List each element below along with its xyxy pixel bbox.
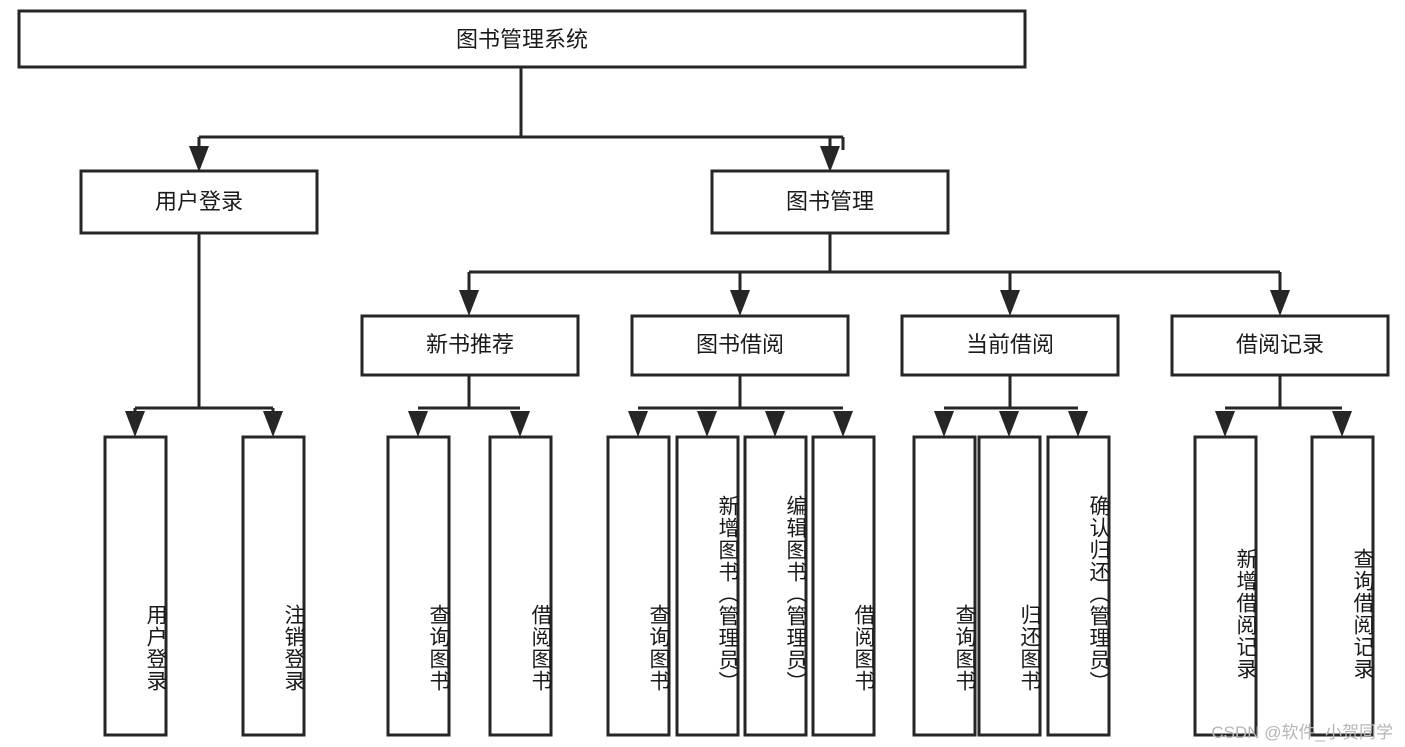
leaf-box-add-borrow-record[interactable] — [1193, 435, 1258, 737]
node-borrow-record-box[interactable] — [1170, 314, 1390, 377]
node-borrow-record-label: 借阅记录 — [1236, 332, 1324, 357]
arrow-head-icon — [125, 411, 145, 437]
arrow-head-icon — [510, 411, 530, 437]
arrow-head-icon — [628, 411, 648, 437]
connector-current-borrow-to-leaves — [934, 376, 1088, 437]
node-book-management-box[interactable] — [710, 169, 950, 235]
arrow-head-icon — [459, 290, 479, 316]
connector-borrow-record-to-leaves — [1215, 376, 1352, 437]
node-book-borrow-label: 图书借阅 — [696, 332, 784, 357]
leaf-box-return-book[interactable] — [977, 435, 1042, 737]
arrow-head-icon — [820, 146, 840, 172]
leaf-box-confirm-return-admin[interactable] — [1046, 435, 1111, 737]
node-current-borrow[interactable]: 当前借阅 — [900, 314, 1120, 377]
leaf-box-borrow-book-1[interactable] — [488, 435, 553, 737]
node-borrow-record[interactable]: 借阅记录 — [1170, 314, 1390, 377]
node-current-borrow-label: 当前借阅 — [966, 332, 1054, 357]
arrow-head-icon — [999, 411, 1019, 437]
leaf-box-user-login[interactable] — [103, 435, 168, 737]
node-book-management-label: 图书管理 — [786, 189, 874, 214]
leaf-box-logout[interactable] — [241, 435, 306, 737]
arrow-head-icon — [189, 146, 209, 172]
node-new-book-recommend[interactable]: 新书推荐 — [360, 314, 580, 377]
connector-root-to-level2 — [189, 67, 845, 172]
leaf-box-query-book-1[interactable] — [386, 435, 451, 737]
connector-book-borrow-to-leaves — [628, 376, 853, 437]
arrow-head-icon — [1332, 411, 1352, 437]
arrow-head-icon — [833, 411, 853, 437]
node-root-box[interactable] — [17, 9, 1027, 69]
node-user-login-label: 用户登录 — [155, 189, 243, 214]
node-user-login[interactable]: 用户登录 — [79, 169, 319, 235]
node-user-login-box[interactable] — [79, 169, 319, 235]
node-book-management[interactable]: 图书管理 — [710, 169, 950, 235]
connector-user-login-to-leaves — [125, 234, 283, 437]
leaf-box-query-book-2[interactable] — [606, 435, 671, 737]
leaf-box-borrow-book-2[interactable] — [811, 435, 876, 737]
node-root-label: 图书管理系统 — [456, 27, 588, 52]
leaf-box-query-borrow-record[interactable] — [1310, 435, 1375, 737]
arrow-head-icon — [1068, 411, 1088, 437]
node-new-book-recommend-label: 新书推荐 — [426, 332, 514, 357]
arrow-head-icon — [1000, 290, 1020, 316]
connector-level2-to-level3 — [459, 234, 1290, 316]
arrow-head-icon — [697, 411, 717, 437]
arrow-head-icon — [730, 290, 750, 316]
node-root[interactable]: 图书管理系统 — [17, 9, 1027, 69]
arrow-head-icon — [408, 411, 428, 437]
node-book-borrow-box[interactable] — [630, 314, 850, 377]
arrow-head-icon — [765, 411, 785, 437]
connector-new-book-to-leaves — [408, 376, 530, 437]
arrow-head-icon — [263, 411, 283, 437]
arrow-head-icon — [934, 411, 954, 437]
leaf-box-query-book-3[interactable] — [912, 435, 977, 737]
node-new-book-recommend-box[interactable] — [360, 314, 580, 377]
node-book-borrow[interactable]: 图书借阅 — [630, 314, 850, 377]
csdn-watermark: CSDN @软件_小贺同学 — [1211, 723, 1393, 742]
node-current-borrow-box[interactable] — [900, 314, 1120, 377]
arrow-head-icon — [1215, 411, 1235, 437]
leaf-box-add-book-admin[interactable] — [675, 435, 740, 737]
arrow-head-icon — [1270, 290, 1290, 316]
leaf-box-edit-book-admin[interactable] — [743, 435, 808, 737]
